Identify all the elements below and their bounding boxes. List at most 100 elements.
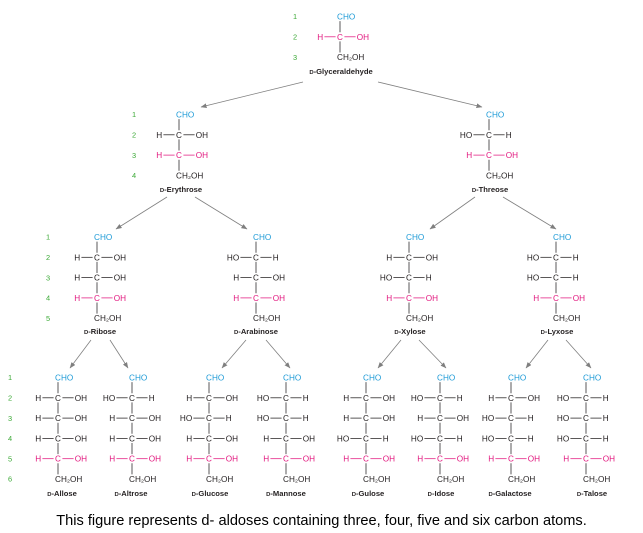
right-substituent: OH [226,434,238,443]
aldehyde-group: CHO [129,373,147,382]
left-substituent: H [35,414,41,423]
right-substituent: H [426,274,432,283]
carbon-atom: C [337,33,343,42]
left-substituent: H [466,151,472,160]
derivation-arrow [115,196,168,230]
right-substituent: OH [114,274,126,283]
right-substituent: OH [573,294,585,303]
right-substituent: OH [196,151,208,160]
right-substituent: H [457,434,463,443]
terminal-group: CH₂OH [283,475,310,484]
derivation-arrow [418,339,447,369]
carbon-atom: C [129,434,135,443]
right-substituent: H [573,253,579,262]
right-substituent: OH [226,455,238,464]
sugar-name-label: D-Xylose [394,326,426,336]
sugar-name-label: D-Allose [47,488,77,498]
terminal-group: CH₂OH [583,475,610,484]
left-substituent: HO [557,394,569,403]
carbon-atom: C [583,394,589,403]
left-substituent: H [186,434,192,443]
right-substituent: OH [383,394,395,403]
right-substituent: OH [149,455,161,464]
carbon-atom: C [129,414,135,423]
sugar-name-label: D-Idose [427,488,455,498]
left-substituent: HO [257,394,269,403]
carbon-number: 3 [46,273,50,282]
carbon-number: 5 [46,314,50,323]
right-substituent: OH [528,394,540,403]
left-substituent: H [233,274,239,283]
carbon-atom: C [363,434,369,443]
left-substituent: H [488,455,494,464]
right-substituent: H [603,434,609,443]
right-substituent: OH [75,434,87,443]
carbon-atom: C [437,455,443,464]
right-substituent: OH [528,455,540,464]
carbon-atom: C [94,253,100,262]
carbon-atom: C [176,131,182,140]
left-substituent: H [343,394,349,403]
carbon-number: 3 [8,414,12,423]
right-substituent: OH [457,414,469,423]
terminal-group: CH₂OH [486,171,513,180]
carbon-atom: C [206,414,212,423]
figure-caption: This figure represents d- aldoses contai… [56,513,587,529]
right-substituent: H [149,394,155,403]
carbon-number: 3 [293,53,297,62]
left-substituent: H [417,455,423,464]
left-substituent: H [156,151,162,160]
left-substituent: HO [527,253,539,262]
terminal-group: CH₂OH [508,475,535,484]
carbon-atom: C [176,151,182,160]
terminal-group: CH₂OH [337,53,364,62]
right-substituent: OH [114,253,126,262]
carbon-number: 1 [8,373,12,382]
carbon-atom: C [406,294,412,303]
carbon-atom: C [94,294,100,303]
terminal-group: CH₂OH [55,475,82,484]
aldehyde-group: CHO [94,233,112,242]
derivation-arrow [429,196,476,230]
right-substituent: OH [273,294,285,303]
carbon-atom: C [437,394,443,403]
carbon-atom: C [253,274,259,283]
right-substituent: OH [603,455,615,464]
carbon-atom: C [553,294,559,303]
terminal-group: CH₂OH [129,475,156,484]
carbon-number: 2 [46,253,50,262]
sugar-name-label: D-Threose [471,184,509,194]
carbon-atom: C [553,274,559,283]
carbon-atom: C [437,434,443,443]
derivation-arrow [502,196,557,230]
left-substituent: HO [557,414,569,423]
carbon-atom: C [437,414,443,423]
right-substituent: OH [75,414,87,423]
carbon-atom: C [406,253,412,262]
carbon-number: 1 [293,12,297,21]
right-substituent: H [506,131,512,140]
aldehyde-group: CHO [486,110,504,119]
aldehyde-group: CHO [206,373,224,382]
carbon-atom: C [363,414,369,423]
